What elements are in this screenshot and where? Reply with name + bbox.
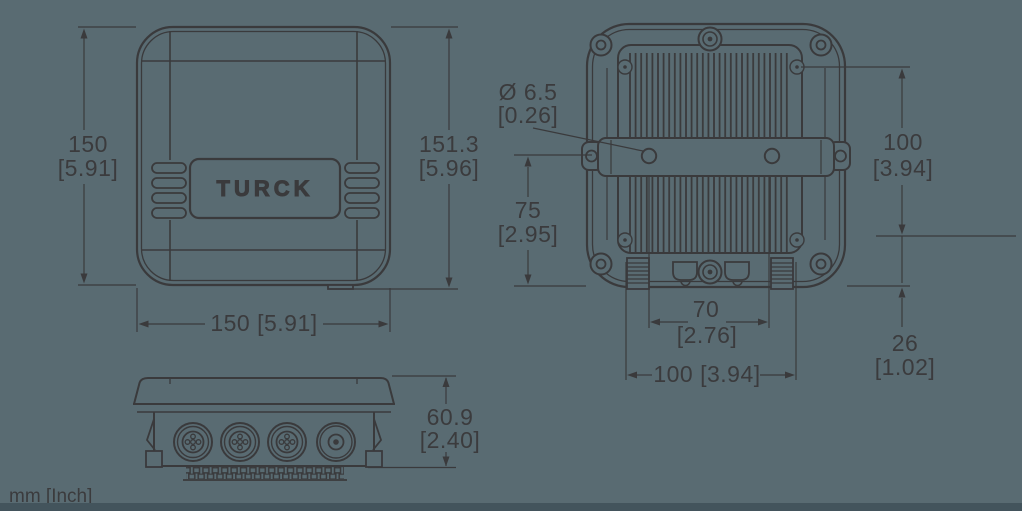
vent-slots-right [344,162,380,219]
dim-front-width: 150 [5.91] [136,288,391,336]
rear-view [581,22,851,290]
corner-screws [589,33,833,276]
dim-bottom-height-inch: [2.40] [420,427,481,453]
vent-slots-left [151,162,187,219]
front-housing-outline [135,25,392,287]
dim-hole-dia-mm: Ø 6.5 [499,79,558,105]
dim-rear-offset-inch: [2.95] [498,221,559,247]
units-note: mm [Inch] [9,486,92,507]
m12-connector-1 [173,422,213,462]
mounting-hole-left [640,147,658,165]
dim-hole-spacing: 70 [2.76] [648,176,770,348]
center-screw-top [697,26,723,52]
bottom-lid-outline [133,377,395,405]
heatsink-fins-bottom [629,176,791,252]
dim-rear-mount-height-mm: 100 [883,129,923,155]
brand-logo: TURCK [217,176,314,201]
side-tab-right [365,450,383,468]
front-cover-panel-lines [141,31,386,281]
dim-rear-depth: 26 [1.02] [847,236,935,380]
cable-gland-left [626,257,650,290]
dim-rear-offset: 75 [2.95] [498,154,592,287]
heatsink-fins-top [629,53,791,138]
dim-front-width-label: 150 [5.91] [210,310,317,336]
snap-hook-left [145,418,156,451]
dim-hole-spacing-inch: [2.76] [677,322,738,348]
dim-rear-offset-mm: 75 [515,197,542,223]
dim-front-height-inch: [5.91] [58,155,119,181]
side-tab-left [145,450,163,468]
dim-bottom-height: 60.9 [2.40] [368,375,481,469]
dim-rear-mount-height-inch: [3.94] [873,155,934,181]
dim-rear-mount-width: 100 [3.94] [625,262,797,387]
dim-rear-depth-mm: 26 [892,330,919,356]
vent-teeth-row [186,466,344,479]
bottom-connector-right [724,261,750,287]
mounting-hole-right [763,147,781,165]
dim-rear-mount-height: 100 [3.94] [801,66,1016,237]
footer-strip [0,503,1022,511]
snap-hook-right [372,418,383,451]
leader-line [532,127,644,152]
plate-corner-holes [617,59,805,248]
bottom-view [133,377,395,481]
m12-connector-2 [220,422,260,462]
center-screw-bottom [697,259,723,285]
front-housing-inner-edge [140,30,387,282]
m12-connector-3 [267,422,307,462]
dim-hole-spacing-mm: 70 [693,296,720,322]
dim-front-height: 150 [5.91] [58,26,136,286]
dim-hole-dia-inch: [0.26] [498,102,559,128]
dim-rear-depth-inch: [1.02] [875,354,936,380]
dim-bottom-height-mm: 60.9 [427,404,474,430]
dim-front-height-mm: 150 [68,131,108,157]
brand-label-plate [188,157,342,220]
front-view: TURCK [135,25,392,290]
power-connector [316,422,356,462]
dim-front-height-overall-inch: [5.96] [419,155,480,181]
bottom-connector-left [672,261,698,287]
mounting-band [597,137,835,177]
dim-front-height-overall-mm: 151.3 [419,131,479,157]
dim-front-height-overall: 151.3 [5.96] [330,26,480,290]
dim-rear-mount-width-label: 100 [3.94] [653,361,760,387]
cable-gland-right [770,257,794,290]
dim-hole-diameter: Ø 6.5 [0.26] [498,79,644,152]
